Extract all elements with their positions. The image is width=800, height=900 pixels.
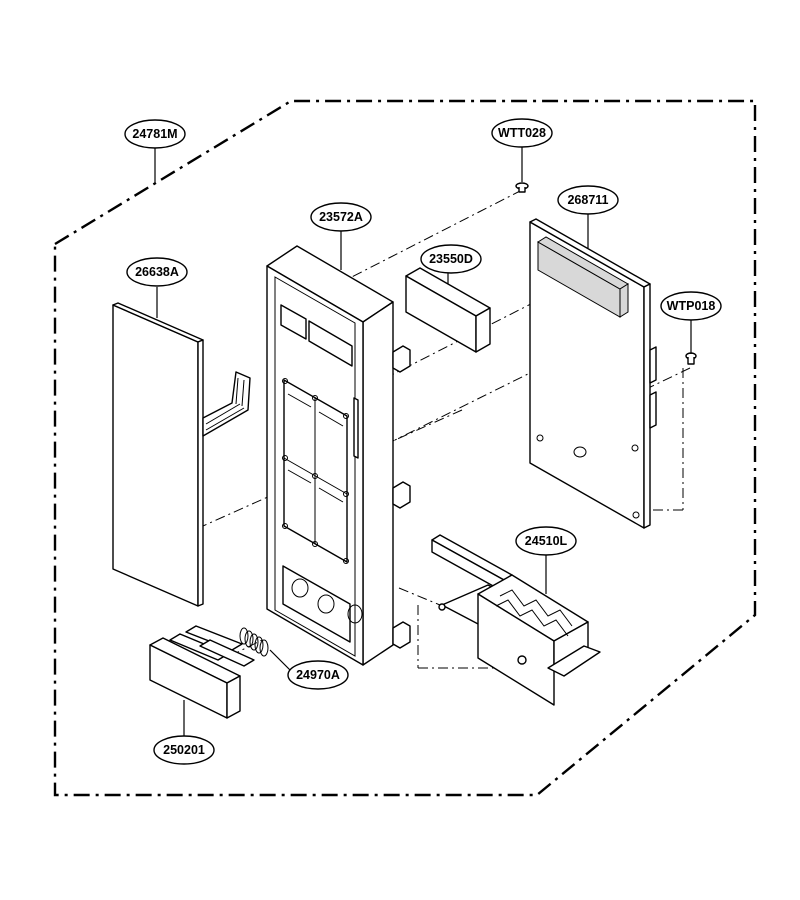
callout-24510L: 24510L [515, 526, 577, 556]
callout-WTT028: WTT028 [491, 118, 553, 148]
callout-24781M: 24781M [124, 119, 186, 149]
control-panel-frame-part [266, 245, 411, 666]
callout-label: 250201 [163, 743, 205, 757]
leader-lines [154, 147, 692, 736]
callout-label: WTT028 [498, 126, 546, 140]
callout-WTP018: WTP018 [660, 291, 722, 321]
pcb-part [529, 218, 657, 529]
spring-part [239, 627, 269, 657]
latch-lever-part [431, 534, 601, 706]
callout-label: 23550D [429, 252, 473, 266]
display-filter-part [405, 267, 491, 353]
screw-wtt028-part [515, 182, 529, 193]
callout-label: 24781M [132, 127, 177, 141]
callout-label: 26638A [135, 265, 179, 279]
callout-250201: 250201 [153, 735, 215, 765]
assembly-boundary [53, 99, 757, 797]
callout-23550D: 23550D [420, 244, 482, 274]
callout-23572A: 23572A [310, 202, 372, 232]
push-button-part [149, 625, 255, 719]
callout-label: 24510L [525, 534, 568, 548]
callout-26638A: 26638A [126, 257, 188, 287]
callout-label: 24970A [296, 668, 340, 682]
membrane-keypad-part [112, 302, 251, 607]
screw-wtp018-part [685, 352, 697, 365]
callout-label: WTP018 [667, 299, 716, 313]
callout-label: 23572A [319, 210, 363, 224]
callout-268711: 268711 [557, 185, 619, 215]
callout-label: 268711 [567, 193, 608, 207]
callout-24970A: 24970A [287, 660, 349, 690]
